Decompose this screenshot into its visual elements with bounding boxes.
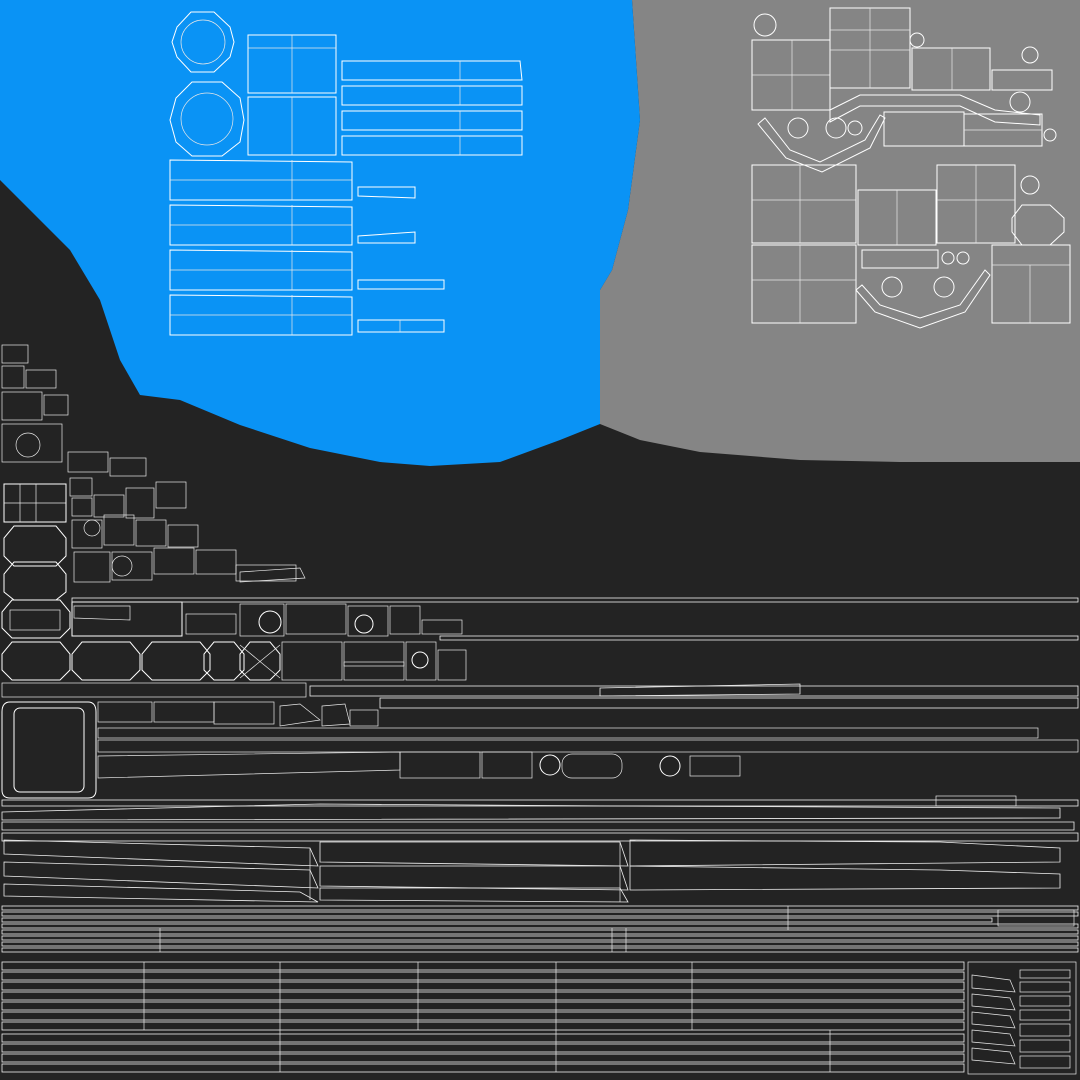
blue-region-islands <box>169 11 523 336</box>
round-cap-island-1 <box>171 11 235 73</box>
gray-block-4 <box>991 69 1053 91</box>
gray-material-region <box>600 0 1080 462</box>
gray-block-5 <box>751 164 857 244</box>
gray-curved-strip-1 <box>829 94 1041 126</box>
tapered-strips-right <box>341 60 523 156</box>
dark-region-corner-islands <box>935 795 1077 1075</box>
gray-curved-strip-3 <box>855 269 991 329</box>
dark-region-small-islands <box>1 344 306 601</box>
gray-region-islands <box>751 7 1071 329</box>
dark-region-large-panel <box>1 701 1079 799</box>
gray-block-3 <box>911 47 991 91</box>
dark-octagon-1 <box>3 525 67 567</box>
gray-block-8 <box>751 244 857 324</box>
dark-region-bottom-strips <box>1 905 1079 1073</box>
long-panels-left <box>169 159 353 336</box>
dark-region-chevron-strips <box>3 839 1061 903</box>
round-cap-island-1-inner <box>180 19 226 65</box>
gray-curved-strip-2 <box>757 114 886 173</box>
small-strips <box>357 186 445 333</box>
dark-region-long-strips <box>1 597 1079 842</box>
gray-block-9 <box>991 244 1071 324</box>
blue-material-region <box>0 0 640 466</box>
round-cap-island-2-inner <box>180 92 234 146</box>
dark-octagon-middle <box>203 641 245 681</box>
round-cap-island-2 <box>169 81 245 157</box>
